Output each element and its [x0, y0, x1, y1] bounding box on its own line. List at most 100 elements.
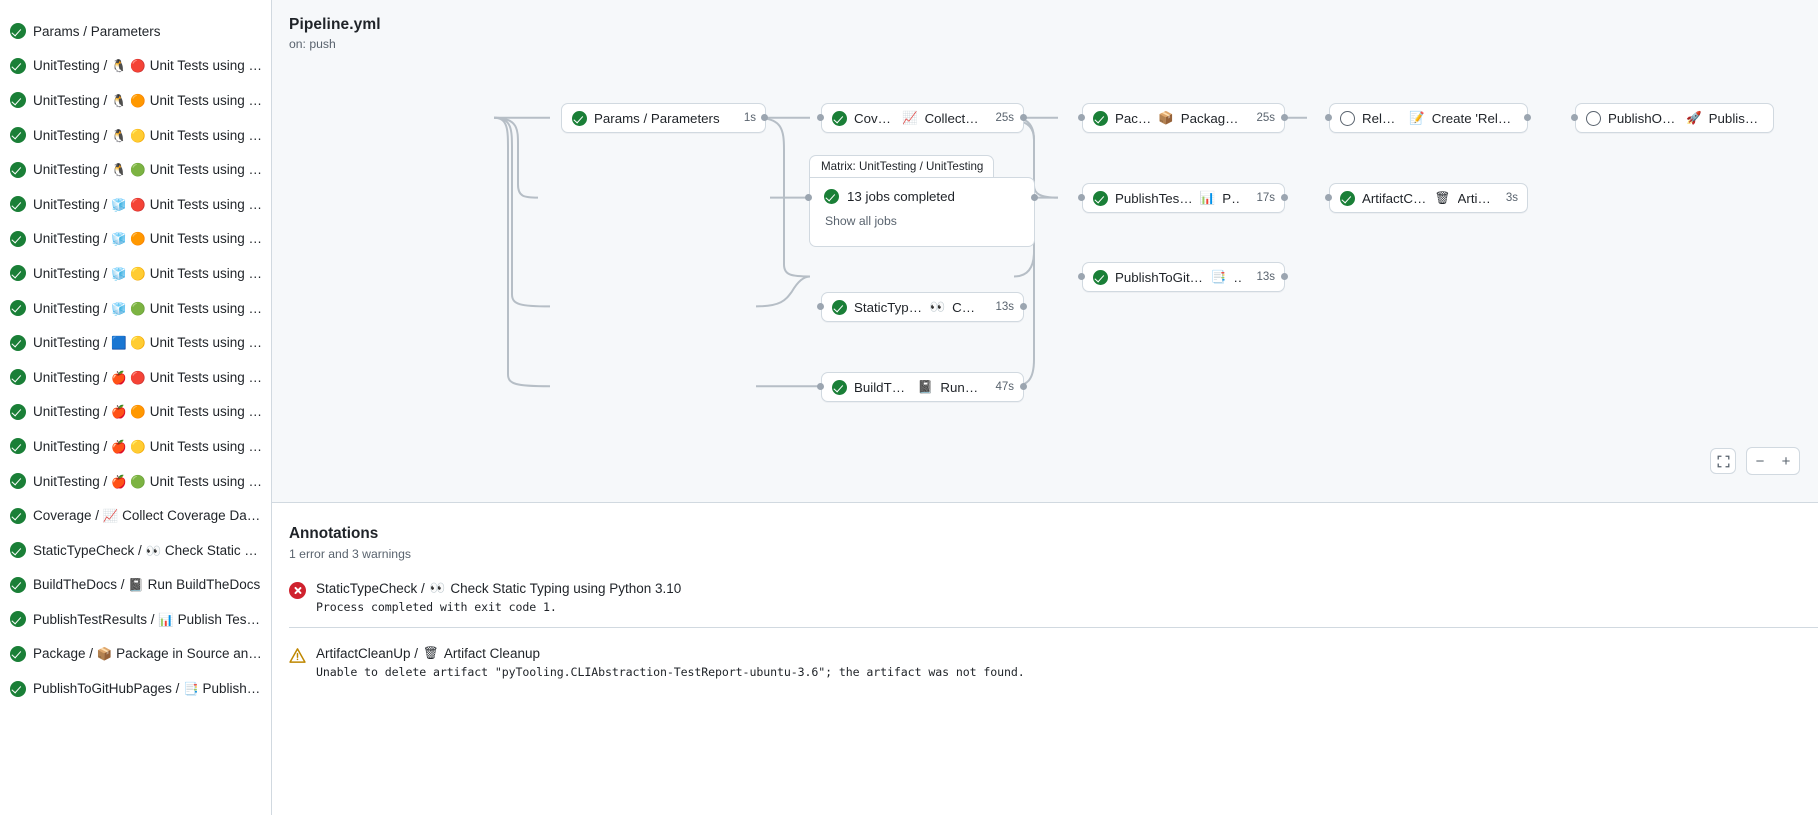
port-dot [817, 303, 824, 310]
node-label-prefix: Package / [1115, 110, 1152, 126]
job-name-prefix: PublishTestResults / [33, 611, 159, 627]
sidebar-job-item[interactable]: UnitTesting / 🐧 🟡 Unit Tests using Pyth… [0, 118, 271, 153]
sidebar-job-item[interactable]: UnitTesting / 🍎 🔴 Unit Tests using Pyth… [0, 360, 271, 395]
sidebar-job-item[interactable]: UnitTesting / 🧊 🔴 Unit Tests using Pyth… [0, 187, 271, 222]
zoom-out-button[interactable]: − [1755, 452, 1765, 470]
sidebar-job-item[interactable]: UnitTesting / 🐧 🔴 Unit Tests using Pyth… [0, 49, 271, 84]
annotation-job-prefix: StaticTypeCheck / [316, 581, 425, 596]
sidebar-job-label: UnitTesting / 🐧 🟡 Unit Tests using Pyth… [33, 128, 263, 143]
node-label-prefix: PublishOnPyPI / [1608, 110, 1679, 126]
sidebar-job-item[interactable]: UnitTesting / 🍎 🟢 Unit Tests using Pyth… [0, 464, 271, 499]
job-emoji-icon: 🐧 [111, 59, 127, 74]
graph-node-artifactcleanup[interactable]: ArtifactCleanUp / 🗑 Artifac… 3s [1329, 183, 1528, 213]
sidebar-job-item[interactable]: Params / Parameters [0, 14, 271, 49]
graph-node-publishtogithubpages[interactable]: PublishToGitHubPages / 📑 … 13s [1082, 262, 1285, 292]
sidebar-job-item[interactable]: UnitTesting / 🧊 🟠 Unit Tests using Pyth… [0, 222, 271, 257]
eyes-icon: 👀 [929, 299, 946, 314]
sidebar-job-item[interactable]: UnitTesting / 🍎 🟡 Unit Tests using Pyth… [0, 429, 271, 464]
graph-node-publishonpypi[interactable]: PublishOnPyPI / 🚀 Publish to … [1575, 103, 1774, 133]
notebook-icon: 📓 [917, 379, 934, 394]
graph-node-release[interactable]: Release / 📝 Create 'Release P… [1329, 103, 1528, 133]
sidebar-job-item[interactable]: UnitTesting / 🧊 🟡 Unit Tests using Pyth… [0, 256, 271, 291]
success-icon [1340, 190, 1355, 206]
annotation-body: StaticTypeCheck / 👀Check Static Typing u… [316, 581, 681, 614]
job-name-prefix: UnitTesting / [33, 196, 112, 212]
sidebar-job-label: Params / Parameters [33, 24, 161, 39]
success-icon [824, 189, 839, 204]
sidebar-job-label: PublishToGitHubPages / 📑 Publish to G… [33, 681, 263, 696]
annotation-row[interactable]: StaticTypeCheck / 👀Check Static Typing u… [289, 581, 1818, 627]
job-name-prefix: UnitTesting / [33, 265, 112, 281]
port-dot [817, 383, 824, 390]
job-emoji-icon: 🟦 [111, 336, 127, 351]
page-title: Pipeline.yml [289, 16, 381, 33]
graph-node-publishtestresults[interactable]: PublishTestResults / 📊 Pu… 17s [1082, 183, 1285, 213]
sidebar-job-item[interactable]: BuildTheDocs / 📓 Run BuildTheDocs [0, 568, 271, 603]
node-label-prefix: PublishToGitHubPages / [1115, 269, 1204, 285]
job-name-prefix: BuildTheDocs / [33, 577, 129, 593]
port-dot [817, 114, 824, 121]
graph-node-buildthedocs[interactable]: BuildTheDocs / 📓 Run Buil… 47s [821, 372, 1024, 402]
sidebar-job-label: UnitTesting / 🐧 🔴 Unit Tests using Pyth… [33, 58, 263, 73]
job-emoji-icon: 🐧 [111, 128, 127, 143]
port-dot [1571, 114, 1578, 121]
sidebar-job-item[interactable]: UnitTesting / 🐧 🟢 Unit Tests using Pyth… [0, 152, 271, 187]
job-name-prefix: UnitTesting / [33, 404, 112, 420]
error-icon-wrap [289, 582, 306, 599]
node-duration: 17s [1256, 192, 1275, 204]
success-icon [1093, 110, 1108, 126]
sidebar-job-item[interactable]: UnitTesting / 🟦 🟡 Unit Tests using Pyth… [0, 325, 271, 360]
graph-node-params[interactable]: Params / Parameters 1s [561, 103, 766, 133]
port-dot [1281, 273, 1288, 280]
warning-icon [289, 648, 306, 663]
annotations-panel: Annotations 1 error and 3 warnings Stati… [272, 503, 1818, 815]
sidebar-job-item[interactable]: PublishToGitHubPages / 📑 Publish to G… [0, 671, 271, 706]
matrix-group-tab: Matrix: UnitTesting / UnitTesting [809, 155, 995, 177]
sidebar-job-item[interactable]: UnitTesting / 🍎 🟠 Unit Tests using Pyth… [0, 395, 271, 430]
sidebar-job-label: PublishTestResults / 📊 Publish Test Resu… [33, 612, 263, 627]
job-name-prefix: UnitTesting / [33, 300, 112, 316]
sidebar-job-item[interactable]: Coverage / 📈 Collect Coverage Data usi… [0, 498, 271, 533]
graph-canvas[interactable]: Params / Parameters 1s Coverage / 📈 Coll… [272, 0, 1818, 502]
annotations-list: StaticTypeCheck / 👀Check Static Typing u… [289, 581, 1818, 692]
graph-node-coverage[interactable]: Coverage / 📈 Collect Cove… 25s [821, 103, 1024, 133]
sidebar-job-label: BuildTheDocs / 📓 Run BuildTheDocs [33, 577, 260, 592]
zoom-button-group: − + [1746, 447, 1800, 475]
node-label-suffix: Artifac… [1457, 190, 1491, 206]
matrix-summary-row: 13 jobs completed [824, 189, 1020, 204]
bookmark-tabs-icon: 📑 [1210, 269, 1227, 284]
fit-to-screen-button[interactable] [1710, 448, 1736, 474]
sidebar-job-item[interactable]: PublishTestResults / 📊 Publish Test Resu… [0, 602, 271, 637]
sidebar-job-item[interactable]: UnitTesting / 🐧 🟠 Unit Tests using Pyth… [0, 83, 271, 118]
job-name-prefix: UnitTesting / [33, 127, 112, 143]
job-name-suffix: Unit Tests using Pyth… [149, 404, 263, 420]
matrix-group-body[interactable]: 13 jobs completed Show all jobs [809, 177, 1035, 247]
matrix-summary: 13 jobs completed [847, 189, 955, 204]
sidebar-job-item[interactable]: Package / 📦 Package in Source and Wh… [0, 637, 271, 672]
wastebasket-icon: 🗑 [1434, 190, 1451, 205]
sidebar-job-label: UnitTesting / 🍎 🟠 Unit Tests using Pyth… [33, 404, 263, 419]
graph-header: Pipeline.yml on: push [272, 0, 1818, 51]
success-icon [572, 110, 587, 126]
node-label-prefix: PublishTestResults / [1115, 190, 1193, 206]
graph-zoom-controls: − + [1710, 447, 1800, 475]
zoom-in-button[interactable]: + [1781, 452, 1791, 470]
job-emoji-icon: 🧊 [111, 266, 127, 281]
graph-node-package[interactable]: Package / 📦 Package in So… 25s [1082, 103, 1285, 133]
port-dot [1020, 383, 1027, 390]
job-name-suffix: Unit Tests using Pyth… [149, 196, 263, 212]
job-name-suffix: Unit Tests using Pyth… [149, 335, 263, 351]
node-duration: 13s [1256, 271, 1275, 283]
sidebar-job-item[interactable]: StaticTypeCheck / 👀 Check Static Typing… [0, 533, 271, 568]
job-name-suffix: Publish to G… [202, 681, 263, 697]
matrix-tab-label: Matrix: UnitTesting / UnitTesting [821, 160, 984, 173]
show-all-jobs-link[interactable]: Show all jobs [825, 214, 897, 228]
memo-icon: 📝 [1409, 110, 1425, 125]
sidebar-job-item[interactable]: UnitTesting / 🧊 🟢 Unit Tests using Pyth… [0, 291, 271, 326]
graph-node-statictypecheck[interactable]: StaticTypeCheck / 👀 Chec… 13s [821, 292, 1024, 322]
success-icon [10, 300, 26, 317]
annotation-emoji-icon: 🗑 [423, 646, 439, 661]
